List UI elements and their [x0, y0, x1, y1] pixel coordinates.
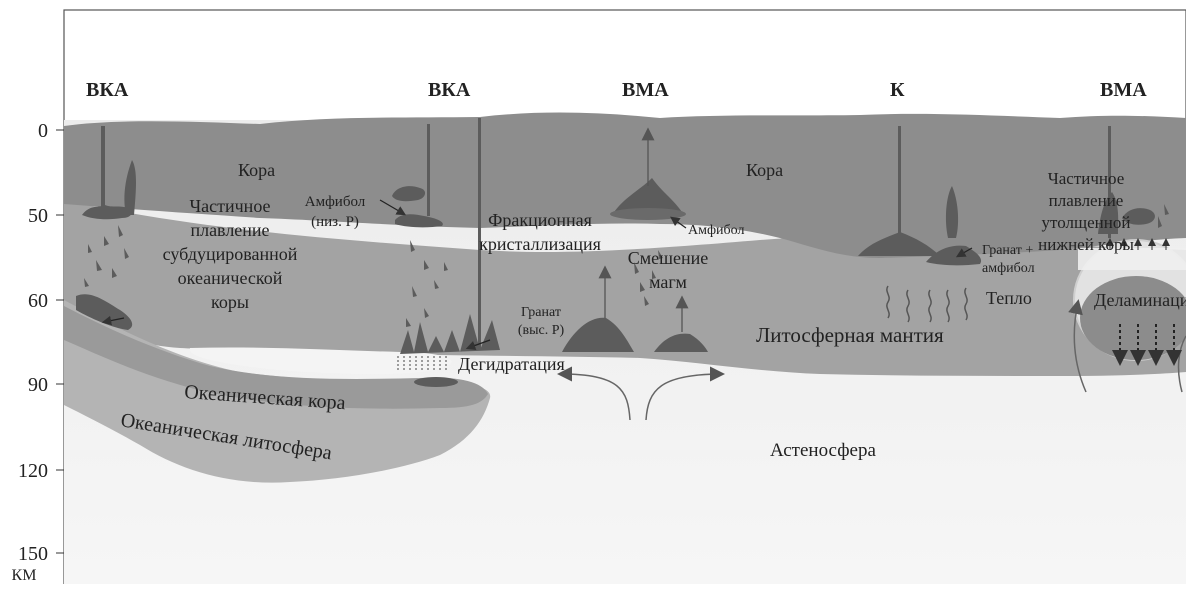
- setting-label-vka-1: ВКА: [86, 79, 129, 101]
- depth-tick-120: 120: [18, 460, 48, 482]
- diagram-text: Гранат: [521, 305, 561, 320]
- label-delamination: Деламинация: [1094, 290, 1186, 310]
- label-lithospheric-mantle: Литосферная мантия: [756, 323, 944, 347]
- label-asthenosphere: Астеносфера: [770, 440, 876, 461]
- diagram-text: (низ. Р): [311, 214, 359, 230]
- diagram-text: Гранат +: [982, 243, 1033, 258]
- depth-tick-150: 150: [18, 543, 48, 565]
- setting-label-vma-1: ВМА: [622, 79, 669, 101]
- diagram-text: Амфибол: [305, 194, 366, 210]
- label-crust-right: Кора: [746, 160, 783, 180]
- dehydration-pool: [414, 377, 458, 387]
- label-amphibole: Амфибол: [688, 223, 744, 238]
- diagram-text: амфибол: [982, 261, 1035, 276]
- depth-tick-60: 60: [28, 290, 48, 312]
- diagram-text: Частичное: [189, 196, 270, 216]
- setting-label-vma-2: ВМА: [1100, 79, 1147, 101]
- diagram-text: плавление: [190, 220, 269, 240]
- diagram-text: Частичное: [1048, 169, 1125, 188]
- diagram-text: нижней коры: [1038, 235, 1134, 254]
- diagram-text: Фракционная: [488, 210, 592, 230]
- label-crust-left: Кора: [238, 160, 275, 180]
- diagram-text: магм: [649, 272, 687, 292]
- depth-tick-90: 90: [28, 374, 48, 396]
- setting-label-k: К: [890, 79, 905, 101]
- label-dehydration: Дегидратация: [458, 354, 565, 374]
- diagram-text: кристаллизация: [479, 234, 601, 254]
- diagram-text: Смешение: [628, 248, 709, 268]
- diagram-text: коры: [211, 292, 249, 312]
- depth-tick-0: 0: [38, 120, 48, 142]
- setting-label-vka-2: ВКА: [428, 79, 471, 101]
- diagram-text: утолщенной: [1042, 213, 1131, 232]
- diagram-text: (выс. Р): [518, 323, 565, 338]
- diagram-text: океанической: [178, 268, 283, 288]
- depth-axis-unit: КМ: [12, 567, 37, 584]
- depth-axis: 0 50 60 90 120 150 КМ: [12, 120, 64, 584]
- diagram-text: субдуцированной: [163, 244, 298, 264]
- diagram-text: плавление: [1049, 191, 1124, 210]
- label-heat: Тепло: [986, 288, 1032, 308]
- depth-tick-50: 50: [28, 205, 48, 227]
